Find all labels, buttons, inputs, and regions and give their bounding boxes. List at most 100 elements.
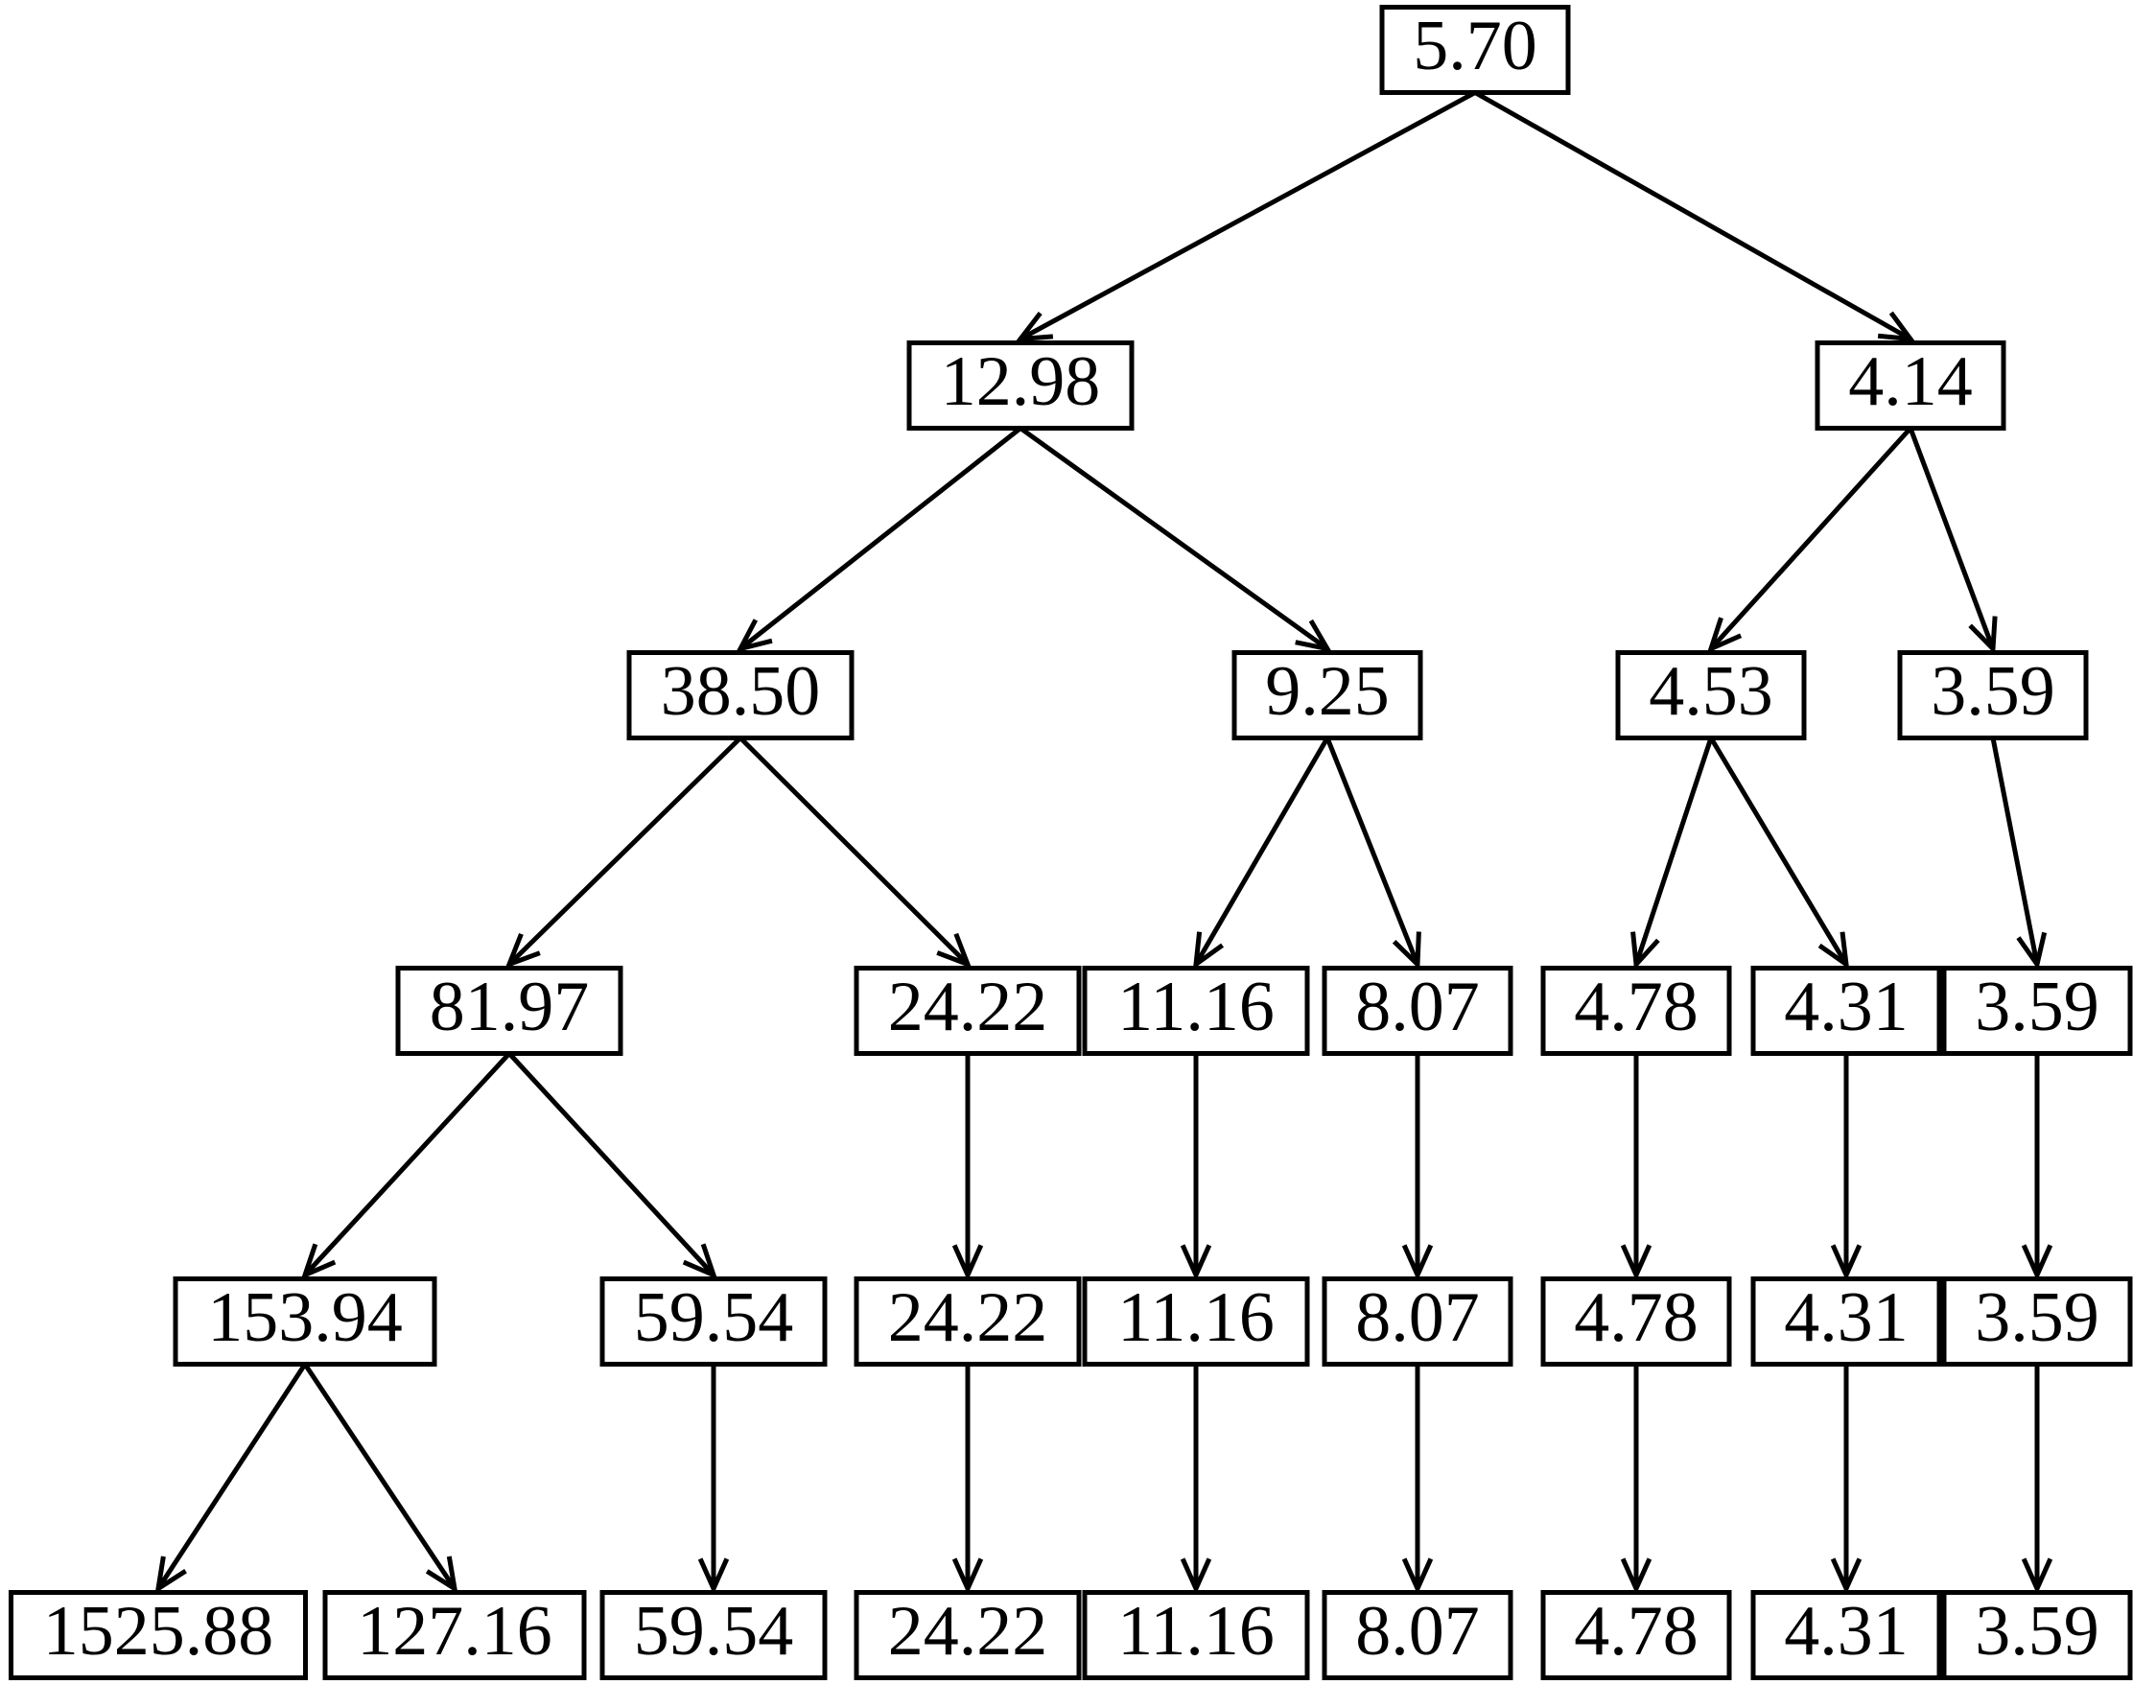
tree-node[interactable]: 127.16 — [322, 1590, 587, 1680]
tree-node[interactable]: 4.53 — [1615, 650, 1807, 740]
tree-node[interactable]: 59.54 — [599, 1590, 828, 1680]
edge-line — [738, 736, 970, 967]
arrowhead-icon — [1620, 1244, 1652, 1281]
node-box — [1615, 650, 1807, 740]
node-label: 4.78 — [1574, 968, 1699, 1046]
tree-edge — [1324, 737, 1421, 971]
arrowhead-icon — [1830, 1557, 1863, 1595]
node-box — [173, 1276, 437, 1367]
edge-line — [1709, 426, 1912, 651]
node-box — [1941, 966, 2133, 1056]
tree-edge — [697, 1364, 730, 1595]
node-label: 59.54 — [634, 1278, 794, 1357]
tree-edge — [302, 1363, 458, 1594]
arrowhead-icon — [1015, 311, 1054, 342]
tree-edge — [1473, 90, 1916, 342]
tree-node[interactable]: 4.78 — [1540, 1590, 1732, 1680]
tree-node[interactable]: 4.31 — [1750, 1276, 1942, 1367]
node-label: 11.16 — [1117, 968, 1275, 1046]
tree-edge — [1830, 1364, 1863, 1595]
tree-node[interactable]: 11.16 — [1082, 1590, 1310, 1680]
tree-node[interactable]: 8.07 — [1322, 1590, 1513, 1680]
arrowhead-icon — [2016, 931, 2048, 971]
tree-node[interactable]: 12.98 — [906, 340, 1135, 431]
arrowhead-icon — [1817, 931, 1850, 970]
node-label: 127.16 — [357, 1592, 552, 1671]
node-label: 4.53 — [1649, 652, 1773, 731]
arrowhead-icon — [1180, 1244, 1212, 1281]
node-box — [1750, 1590, 1942, 1680]
tree-edge — [1630, 737, 1714, 971]
tree-node[interactable]: 59.54 — [599, 1276, 828, 1367]
tree-node[interactable]: 3.59 — [1941, 1590, 2133, 1680]
tree-node[interactable]: 4.78 — [1540, 966, 1732, 1056]
node-label: 11.16 — [1117, 1592, 1275, 1671]
tree-node[interactable]: 8.07 — [1322, 966, 1513, 1056]
node-label: 9.25 — [1265, 652, 1390, 731]
tree-node[interactable]: 11.16 — [1082, 966, 1310, 1056]
tree-node[interactable]: 8.07 — [1322, 1276, 1513, 1367]
tree-edge — [2021, 1364, 2053, 1595]
tree-edge — [154, 1363, 308, 1594]
tree-node[interactable]: 5.70 — [1379, 5, 1571, 95]
node-box — [1897, 650, 2089, 740]
edge-line — [1324, 737, 1420, 966]
tree-node[interactable]: 24.22 — [854, 966, 1082, 1056]
node-label: 8.07 — [1355, 1278, 1480, 1357]
tree-edge — [1708, 737, 1850, 970]
node-box — [854, 1276, 1082, 1367]
arrowhead-icon — [1401, 1244, 1434, 1281]
tree-node[interactable]: 4.78 — [1540, 1276, 1732, 1367]
tree-node[interactable]: 3.59 — [1941, 966, 2133, 1056]
node-box — [1322, 966, 1513, 1056]
node-label: 12.98 — [941, 342, 1101, 421]
node-label: 4.31 — [1784, 968, 1909, 1046]
tree-edge — [1830, 1053, 1863, 1281]
tree-node[interactable]: 38.50 — [626, 650, 855, 740]
arrowhead-icon — [2021, 1244, 2053, 1281]
tree-edge — [1706, 426, 1912, 654]
node-box — [906, 340, 1135, 431]
arrowhead-icon — [682, 1243, 718, 1280]
tree-node[interactable]: 1525.88 — [9, 1590, 308, 1680]
tree-edge — [300, 1051, 511, 1280]
arrowhead-icon — [1706, 617, 1743, 654]
tree-node[interactable]: 4.31 — [1750, 1590, 1942, 1680]
arrowhead-icon — [951, 1557, 984, 1595]
arrowhead-icon — [1830, 1244, 1863, 1281]
node-label: 38.50 — [661, 652, 821, 731]
node-box — [599, 1590, 828, 1680]
tree-edge — [1192, 737, 1330, 970]
tree-edge — [1620, 1364, 1652, 1595]
edge-line — [738, 426, 1022, 651]
tree-node[interactable]: 3.59 — [1941, 1276, 2133, 1367]
node-label: 4.31 — [1784, 1592, 1909, 1671]
edge-line — [507, 736, 742, 967]
tree-node[interactable]: 3.59 — [1897, 650, 2089, 740]
arrowhead-icon — [2021, 1557, 2053, 1595]
node-label: 24.22 — [888, 1592, 1048, 1671]
tree-edge — [736, 426, 1022, 653]
tree-node[interactable]: 9.25 — [1231, 650, 1423, 740]
node-label: 24.22 — [888, 1278, 1048, 1357]
tree-edge — [1401, 1364, 1434, 1595]
tree-node[interactable]: 24.22 — [854, 1276, 1082, 1367]
arrowhead-icon — [1295, 619, 1332, 653]
tree-node[interactable]: 4.14 — [1815, 340, 2006, 431]
node-box — [1082, 1590, 1310, 1680]
tree-edge — [1990, 737, 2048, 971]
edge-line — [507, 1051, 715, 1277]
tree-node[interactable]: 153.94 — [173, 1276, 437, 1367]
node-box — [1540, 1276, 1732, 1367]
node-box — [1750, 1276, 1942, 1367]
edge-line — [1633, 737, 1714, 966]
tree-node[interactable]: 24.22 — [854, 1590, 1082, 1680]
tree-node[interactable]: 11.16 — [1082, 1276, 1310, 1367]
tree-edge — [1180, 1053, 1212, 1281]
tree-node[interactable]: 81.97 — [395, 966, 623, 1056]
tree-node[interactable]: 4.31 — [1750, 966, 1942, 1056]
node-box — [395, 966, 623, 1056]
tree-edge — [1620, 1053, 1652, 1281]
tree-edge — [1019, 426, 1332, 653]
